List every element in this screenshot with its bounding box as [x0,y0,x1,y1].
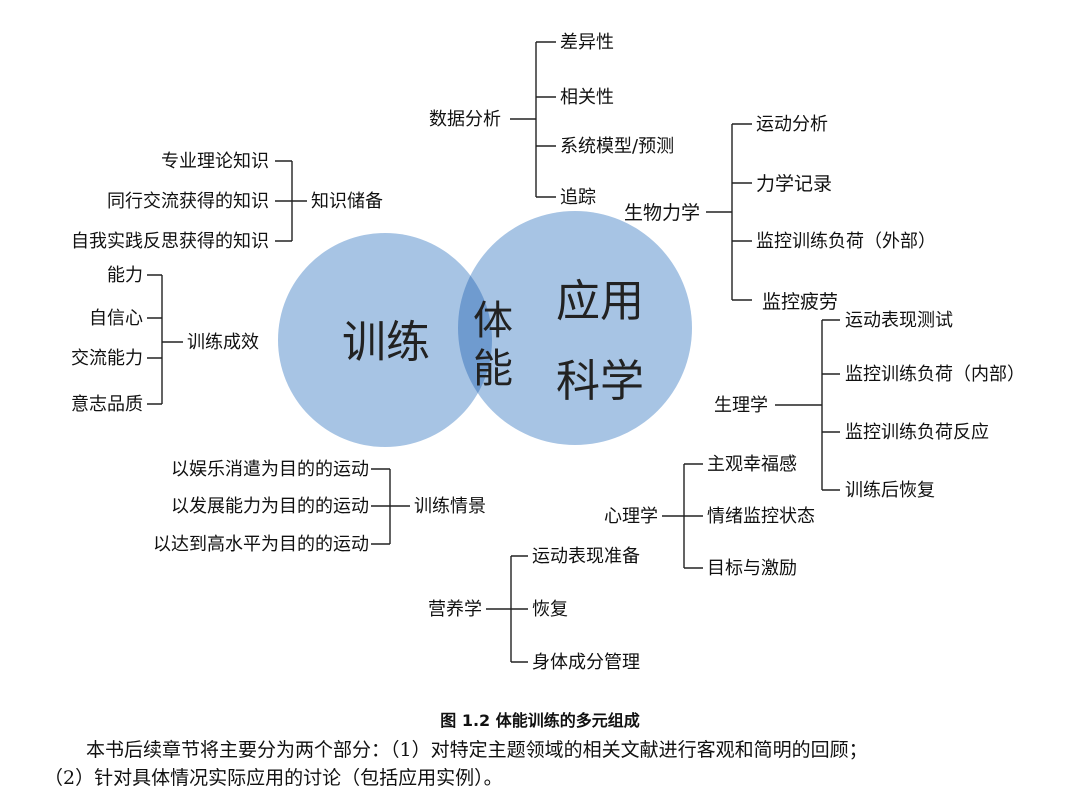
leaf-item: 以娱乐消遣为目的的运动 [171,459,369,480]
branch-nutrition: 营养学 运动表现准备 恢复 身体成分管理 [428,546,640,673]
leaf-item: 专业理论知识 [161,151,269,172]
leaf-item: 自我实践反思获得的知识 [71,231,269,252]
branch-psychology: 心理学 主观幸福感 情绪监控状态 目标与激励 [604,454,815,579]
leaf-item: 自信心 [89,308,143,329]
venn-center-label-bottom: 能 [473,346,513,392]
venn-right-circle [458,211,692,445]
venn-mind-map: 训练 体 能 应用 科学 数据分析 差异性 相关性 系统模型/预测 追踪 知识储… [71,32,1025,673]
leaf-item: 主观幸福感 [707,454,797,475]
branch-label: 心理学 [604,506,658,527]
branch-training-effect: 训练成效 能力 自信心 交流能力 意志品质 [71,265,259,415]
leaf-item: 力学记录 [756,173,832,195]
leaf-item: 追踪 [560,187,596,208]
leaf-item: 情绪监控状态 [707,506,815,527]
branch-label: 知识储备 [311,191,383,212]
branch-label: 生理学 [714,395,768,416]
venn-right-label-bottom: 科学 [556,356,644,407]
leaf-item: 以发展能力为目的的运动 [171,496,369,517]
branch-biomechanics: 生物力学 运动分析 力学记录 监控训练负荷（外部） 监控疲劳 [624,114,936,313]
venn-right-label-top: 应用 [556,276,644,327]
leaf-item: 运动分析 [756,114,828,135]
branch-knowledge: 知识储备 专业理论知识 同行交流获得的知识 自我实践反思获得的知识 [71,151,383,252]
leaf-item: 监控训练负荷反应 [845,422,989,443]
branch-label: 训练情景 [414,496,486,517]
leaf-item: 交流能力 [71,348,143,369]
leaf-item: 恢复 [532,599,568,620]
branch-data-analysis: 数据分析 差异性 相关性 系统模型/预测 追踪 [429,32,674,208]
leaf-item: 目标与激励 [707,558,797,579]
venn-left-circle [278,233,492,447]
leaf-item: 监控训练负荷（内部） [845,364,1025,385]
leaf-item: 差异性 [560,32,614,53]
body-paragraph-2: （2）针对具体情况实际应用的讨论（包括应用实例）。 [44,767,503,789]
leaf-item: 身体成分管理 [532,652,640,673]
venn-left-label: 训练 [342,317,430,368]
branch-label: 数据分析 [429,109,501,130]
leaf-item: 系统模型/预测 [560,136,674,157]
leaf-item: 意志品质 [71,394,143,415]
leaf-item: 运动表现测试 [845,310,953,331]
branch-label: 训练成效 [187,332,259,353]
leaf-item: 监控训练负荷（外部） [756,231,936,252]
leaf-item: 能力 [107,265,143,286]
body-paragraph-1: 本书后续章节将主要分为两个部分：（1）对特定主题领域的相关文献进行客观和简明的回… [86,739,868,761]
leaf-item: 以达到高水平为目的的运动 [153,534,369,555]
branch-label: 生物力学 [624,202,700,224]
branch-label: 营养学 [428,599,482,620]
leaf-item: 同行交流获得的知识 [107,191,269,212]
venn-center-label-top: 体 [473,298,513,344]
leaf-item: 监控疲劳 [762,291,838,313]
leaf-item: 训练后恢复 [845,480,935,501]
figure-caption: 图 1.2 体能训练的多元组成 [440,711,640,730]
leaf-item: 运动表现准备 [532,546,640,567]
branch-physiology: 生理学 运动表现测试 监控训练负荷（内部） 监控训练负荷反应 训练后恢复 [714,310,1025,501]
leaf-item: 相关性 [560,87,614,108]
branch-training-context: 训练情景 以娱乐消遣为目的的运动 以发展能力为目的的运动 以达到高水平为目的的运… [153,459,486,555]
